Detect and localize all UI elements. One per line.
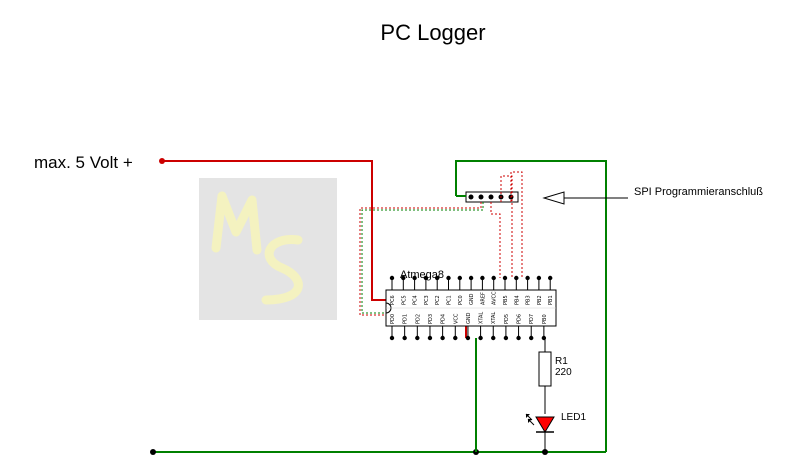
resistor-name: R1 <box>555 356 568 367</box>
chip-pin-dot <box>502 275 508 281</box>
chip-pin-dot <box>478 335 483 341</box>
chip-pin-label: PB4 <box>514 295 520 305</box>
chip-pin-label: PC2 <box>435 295 441 305</box>
chip-pin-label: PC4 <box>413 295 419 305</box>
chip-pin-dot <box>480 275 485 281</box>
resistor-value: 220 <box>555 367 572 378</box>
chip-pin-label: PD7 <box>529 314 535 324</box>
chip-pin-dot <box>415 335 420 341</box>
chip-pin-label: PC0 <box>458 295 464 305</box>
chip-pin-dot <box>516 335 521 341</box>
chip-pin-dot <box>440 335 445 341</box>
chip-pin-dot <box>457 275 462 281</box>
chip-pin-dot <box>402 335 407 341</box>
chip-pin-label: PB5 <box>503 295 509 305</box>
chip-pin-dot <box>401 275 406 281</box>
chip-pin-label: PD5 <box>504 314 510 324</box>
chip-bottom-pins: PD0 PD1 PD2 PD3 PD4 VCC GND XTAL XTAL PD5 PD6 PD7 PB… <box>389 312 548 341</box>
spi-wires <box>359 171 523 316</box>
chip-pin-label: PD0 <box>390 314 396 324</box>
chip-pin-label: GND <box>466 312 472 324</box>
chip-pin-dot <box>423 275 429 281</box>
chip-pin-dot <box>514 275 519 281</box>
chip-pin-dot <box>468 275 474 281</box>
chip-pin-label: XTAL <box>479 312 485 324</box>
chip-pin-dot <box>389 335 395 341</box>
chip-pin-dot <box>491 275 496 281</box>
chip-pin-dot <box>412 275 417 281</box>
chip-pin-label: PB0 <box>542 314 548 324</box>
chip-pin-label: PC3 <box>424 295 430 305</box>
chip-pin-label: PC1 <box>447 295 453 305</box>
ms-logo <box>199 178 337 320</box>
chip-pin-dot <box>435 275 440 281</box>
chip-pin-label: PD4 <box>441 314 447 324</box>
chip-pin-dot <box>427 335 433 341</box>
chip-label: Atmega8 <box>400 269 444 281</box>
chip-pin-label: GND <box>469 293 475 305</box>
ground-terminal <box>150 449 156 455</box>
chip-pin-label: PB2 <box>537 295 543 305</box>
chip-pin-label: PB1 <box>548 295 554 305</box>
chip-pin-dot <box>536 275 542 281</box>
input-voltage-label: max. 5 Volt + <box>34 153 133 172</box>
chip-pin-label: PD3 <box>428 314 434 324</box>
diagram-title: PC Logger <box>380 20 485 45</box>
chip-pin-label: PC6 <box>390 295 396 305</box>
chip-pin-label: PD1 <box>403 314 409 324</box>
chip-pin-dot <box>446 275 451 281</box>
chip-pin-dot <box>453 335 458 341</box>
chip-pin-label: AREF <box>480 292 486 305</box>
chip-pin-label: PD2 <box>415 314 421 324</box>
chip-pin-dot <box>525 275 530 281</box>
vcc-wire-right <box>455 160 607 452</box>
led-label: LED1 <box>561 412 586 423</box>
chip-pin-dot <box>548 275 553 281</box>
chip-pin-dot <box>491 335 496 341</box>
chip-pin-dot <box>465 335 471 341</box>
chip-pin-dot <box>389 275 395 281</box>
chip-pin-label: XTAL <box>491 312 497 324</box>
chip-pin-label: VCC <box>453 313 459 324</box>
chip-pin-label: PC5 <box>401 295 407 305</box>
chip-pin-dot <box>503 335 509 341</box>
chip-pin-label: PD6 <box>517 314 523 324</box>
chip-pin-label: AVCC <box>492 291 498 305</box>
resistor-r1 <box>538 338 552 414</box>
led-icon <box>525 413 555 452</box>
spi-arrow <box>542 191 628 205</box>
spi-label: SPI Programmieranschluß <box>634 186 763 198</box>
chip-pin-dot <box>529 335 534 341</box>
chip-top-pins: PC6 PC5 PC4 PC3 PC2 PC1 PC0 GND AREF AVCC PB5 PB4 PB… <box>389 275 554 305</box>
chip-pin-label: PB3 <box>526 295 532 305</box>
spi-connector <box>465 191 519 203</box>
